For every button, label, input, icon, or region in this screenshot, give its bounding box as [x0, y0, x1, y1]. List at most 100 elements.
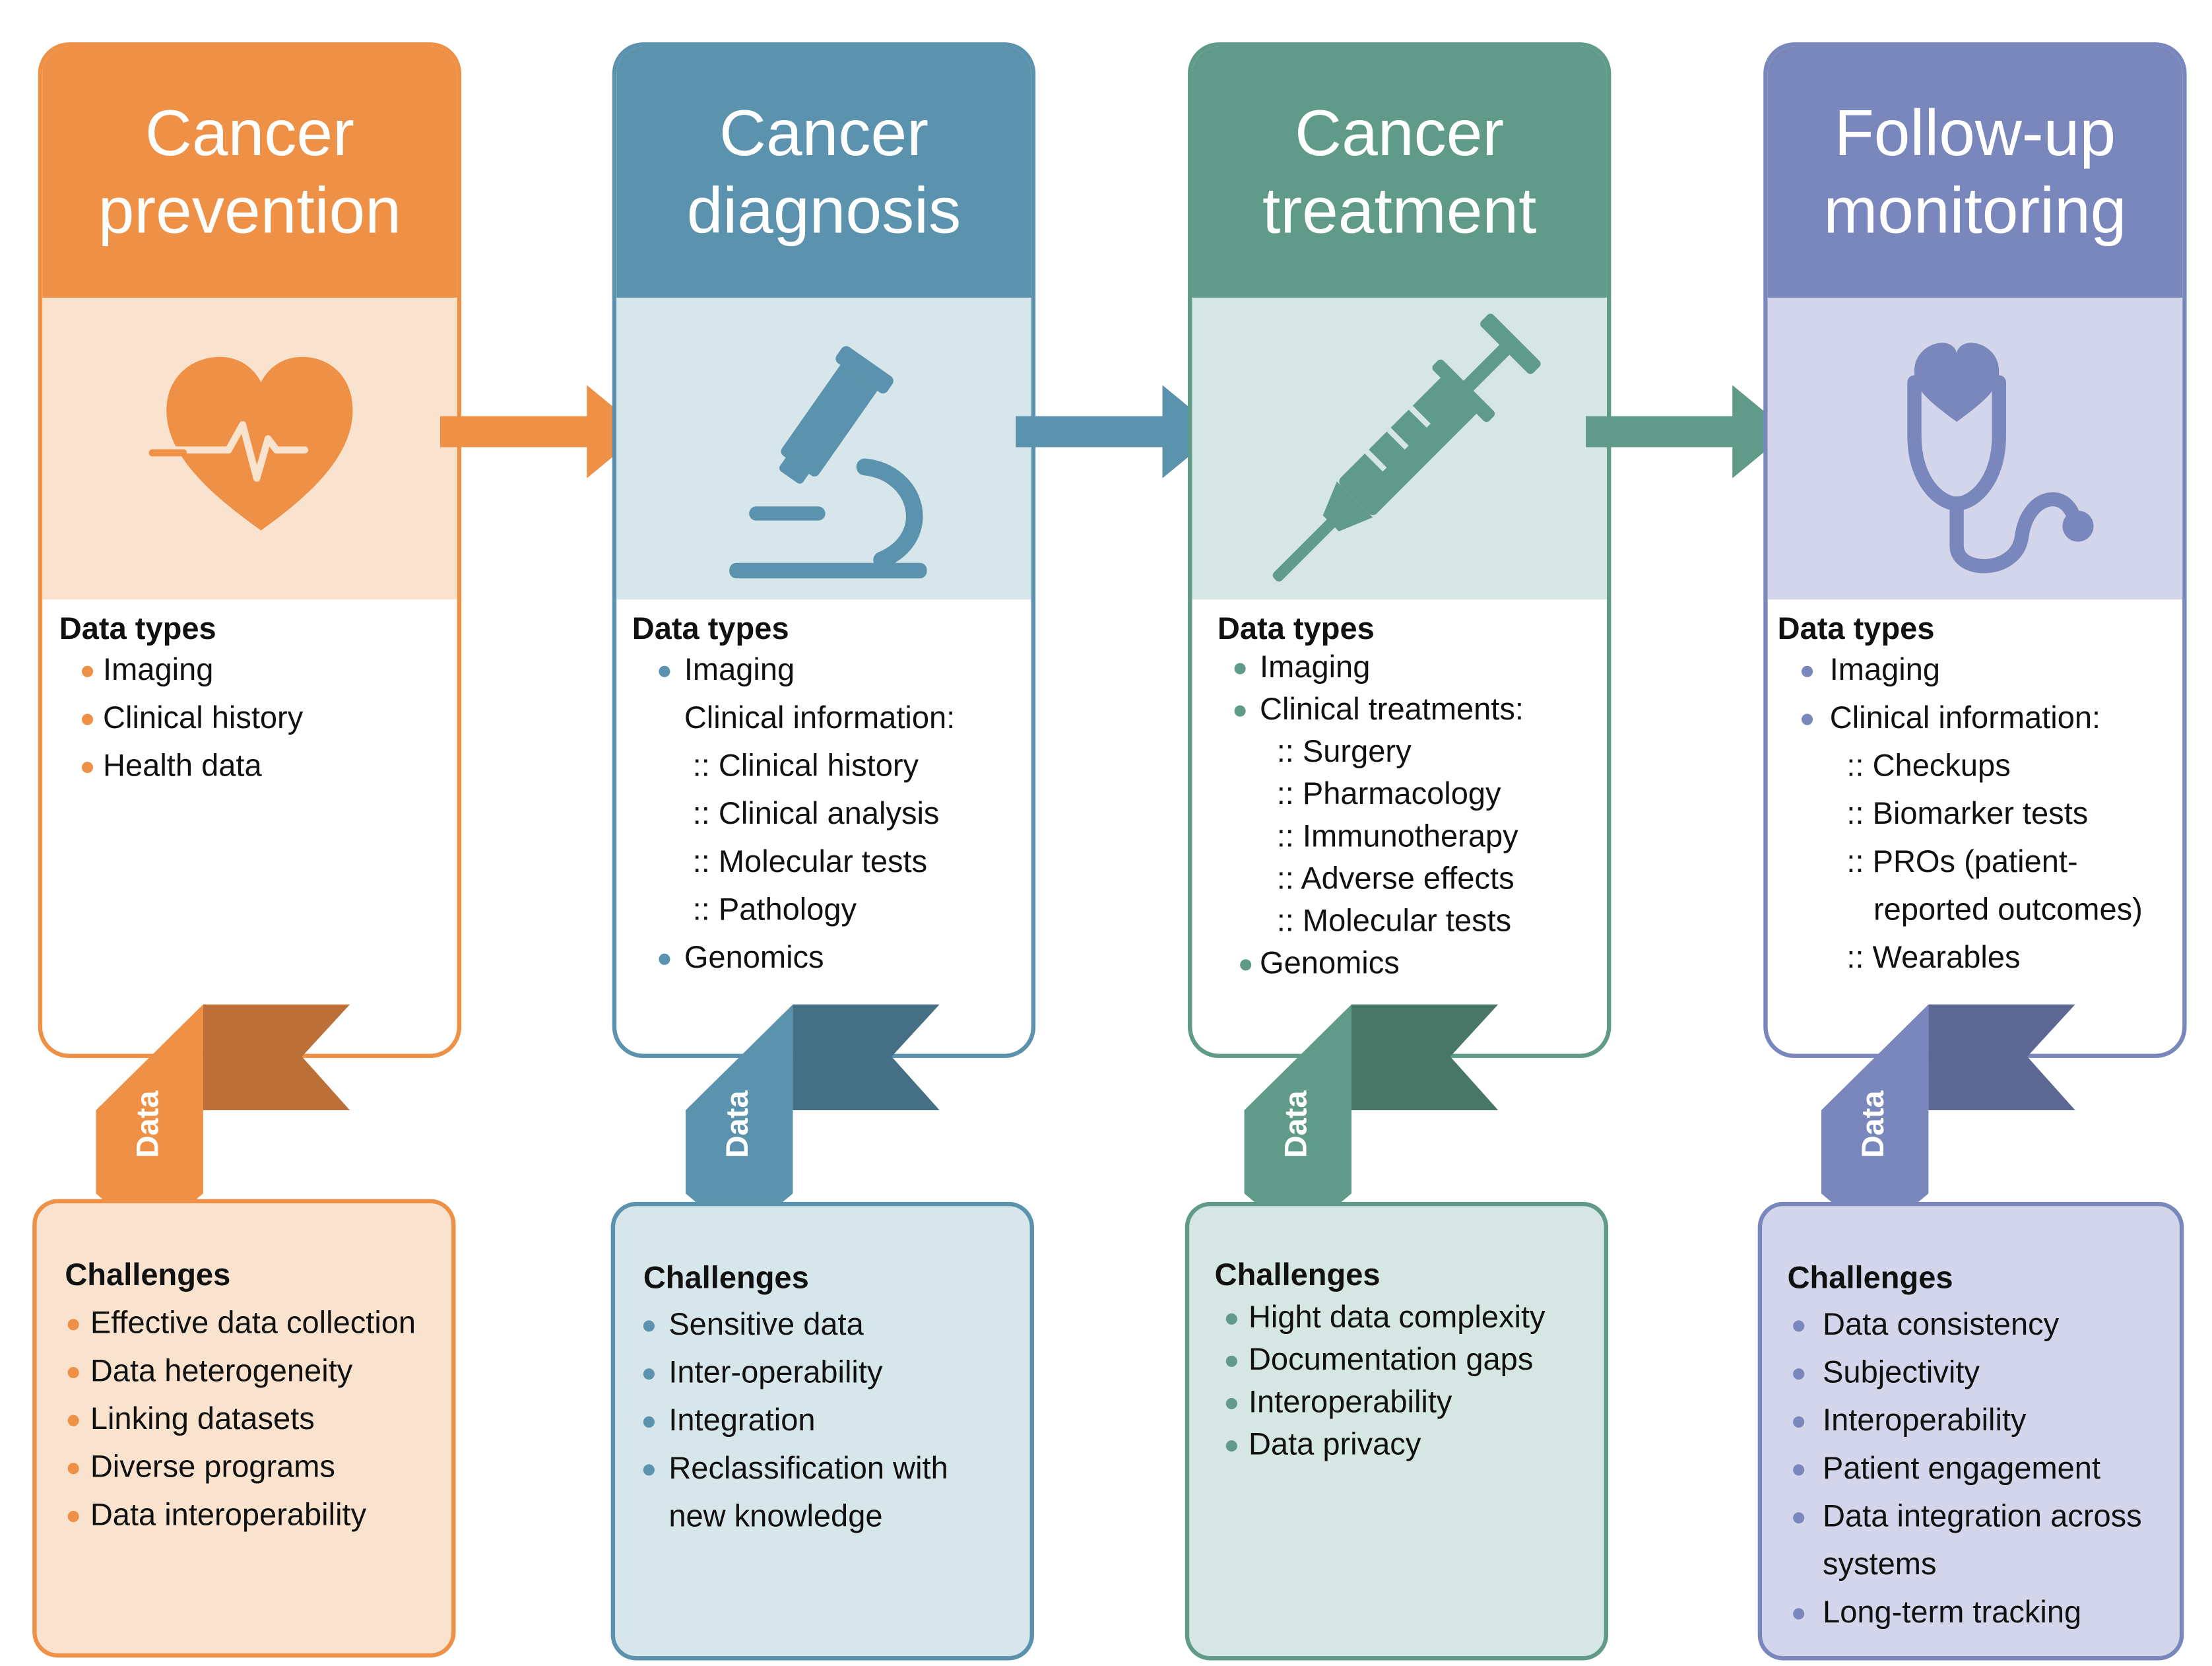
- challenge-item: Long-term tracking: [1823, 1594, 2082, 1630]
- bullet-dot: [81, 762, 94, 774]
- challenge-item: Diverse programs: [90, 1448, 335, 1484]
- data-type-item: :: Clinical history: [692, 747, 919, 783]
- bullet-dot: [1793, 1320, 1805, 1332]
- data-types-heading: Data types: [632, 611, 789, 646]
- challenges-heading: Challenges: [1787, 1259, 1953, 1295]
- data-type-item: Clinical information:: [1829, 700, 2101, 735]
- bullet-dot: [1240, 959, 1252, 971]
- challenges-heading: Challenges: [643, 1259, 809, 1295]
- data-type-item: Imaging: [1260, 649, 1371, 684]
- flow-arrow-diagnosis-to-treatment: [1016, 385, 1220, 479]
- stage-card-followup: Follow-up monitoring Data types Imaging …: [1763, 42, 2187, 1058]
- data-type-item: Imaging: [103, 651, 214, 687]
- challenge-item: Data heterogeneity: [90, 1352, 353, 1389]
- stage-title-line1: Cancer: [145, 96, 354, 170]
- data-type-item: Imaging: [684, 651, 795, 687]
- challenges-box-prevention: Challenges Effective data collection Dat…: [32, 1199, 456, 1658]
- bullet-dot: [67, 1366, 79, 1379]
- challenge-item: Data interoperability: [90, 1496, 367, 1532]
- data-types-heading: Data types: [1217, 611, 1375, 646]
- stage-body-prevention: Data types Imaging Clinical history Heal…: [42, 599, 457, 1053]
- stage-title-line2: diagnosis: [686, 173, 961, 248]
- bullet-dot: [1234, 663, 1246, 675]
- stage-header-treatment: Cancer treatment: [1192, 46, 1607, 298]
- challenge-item: Interoperability: [1823, 1402, 2027, 1438]
- stethoscope-icon: [1907, 343, 2094, 574]
- data-type-item: Health data: [103, 747, 262, 783]
- bullet-dot: [1793, 1464, 1805, 1476]
- data-ribbon-prevention: [96, 1004, 350, 1239]
- challenges-heading: Challenges: [65, 1257, 231, 1292]
- ribbon-label: Data: [129, 1090, 166, 1158]
- challenge-item: Inter-operability: [668, 1354, 883, 1390]
- bullet-dot: [1793, 1512, 1805, 1524]
- bullet-dot: [1801, 714, 1813, 725]
- data-type-item: :: Clinical analysis: [692, 795, 940, 831]
- challenges-box-followup: Challenges Data consistency Subjectivity…: [1757, 1201, 2184, 1661]
- data-type-item: :: Molecular tests: [1276, 902, 1512, 939]
- challenge-item: Data consistency: [1823, 1306, 2060, 1342]
- stage-body-diagnosis: Data types Imaging Clinical information:…: [616, 599, 1031, 1053]
- flow-arrow-prevention-to-diagnosis: [439, 385, 643, 479]
- data-ribbon-treatment: [1244, 1004, 1499, 1239]
- bullet-dot: [1225, 1355, 1237, 1367]
- data-type-item: reported outcomes): [1873, 891, 2143, 927]
- data-type-item: :: Adverse effects: [1276, 860, 1514, 896]
- challenges-box-treatment: Challenges Hight data complexity Documen…: [1185, 1201, 1609, 1661]
- stage-header-diagnosis: Cancer diagnosis: [616, 46, 1031, 298]
- challenges-box-diagnosis: Challenges Sensitive data Inter-operabil…: [610, 1201, 1035, 1661]
- stage-body-followup: Data types Imaging Clinical information:…: [1768, 599, 2183, 1053]
- challenge-item: Data privacy: [1248, 1426, 1421, 1462]
- challenge-item: new knowledge: [668, 1498, 883, 1534]
- bullet-dot: [1225, 1313, 1237, 1325]
- data-type-item: :: Biomarker tests: [1846, 795, 2089, 831]
- stage-icon-area-followup: [1767, 297, 2183, 600]
- bullet-dot: [643, 1416, 655, 1428]
- data-types-heading: Data types: [1777, 611, 1935, 646]
- data-type-item: :: Wearables: [1846, 939, 2021, 975]
- bullet-dot: [81, 665, 94, 677]
- bullet-dot: [81, 714, 94, 725]
- bullet-dot: [1225, 1397, 1237, 1410]
- data-ribbon-followup: [1821, 1004, 2075, 1239]
- data-types-heading: Data types: [59, 611, 216, 646]
- stage-icon-area-treatment: [1192, 297, 1607, 600]
- bullet-dot: [643, 1464, 655, 1476]
- data-type-item: Clinical information:: [684, 700, 956, 735]
- bullet-dot: [643, 1368, 655, 1380]
- challenge-item: Data integration across: [1823, 1498, 2142, 1534]
- data-type-item: :: Checkups: [1846, 747, 2011, 783]
- stage-title-line2: monitoring: [1823, 173, 2127, 248]
- stage-card-diagnosis: Cancer diagnosis Data types Imaging Clin…: [612, 42, 1036, 1058]
- syringe-icon: [1272, 314, 1541, 582]
- data-type-item: :: Pharmacology: [1276, 776, 1501, 811]
- ribbon-label: Data: [1855, 1090, 1891, 1158]
- stage-header-followup: Follow-up monitoring: [1767, 46, 2183, 298]
- challenge-item: Documentation gaps: [1248, 1341, 1534, 1377]
- stage-body-treatment: Data types Imaging Clinical treatments: …: [1192, 599, 1607, 1053]
- challenge-item: Reclassification with: [668, 1450, 948, 1486]
- data-type-item: :: Surgery: [1276, 733, 1412, 769]
- data-type-item: :: Pathology: [692, 891, 857, 927]
- stage-title-line2: prevention: [98, 173, 402, 248]
- data-type-item: Clinical history: [103, 700, 304, 735]
- stage-title-line1: Follow-up: [1834, 96, 2116, 170]
- bullet-dot: [1234, 705, 1246, 717]
- challenge-item: Patient engagement: [1823, 1450, 2101, 1486]
- bullet-dot: [67, 1510, 79, 1523]
- ribbon-label: Data: [719, 1090, 755, 1158]
- stage-icon-area-diagnosis: [616, 297, 1031, 600]
- stage-header-prevention: Cancer prevention: [42, 46, 457, 298]
- bullet-dot: [1801, 665, 1813, 677]
- microscope-icon: [729, 346, 927, 579]
- challenge-item: systems: [1823, 1546, 1937, 1582]
- stage-title-line2: treatment: [1262, 173, 1537, 248]
- challenge-item: Sensitive data: [668, 1306, 864, 1342]
- bullet-dot: [1793, 1368, 1805, 1380]
- bullet-dot: [1793, 1416, 1805, 1428]
- bullet-dot: [659, 953, 670, 965]
- ribbon-label: Data: [1278, 1090, 1314, 1158]
- flow-arrow-treatment-to-followup: [1585, 385, 1789, 479]
- bullet-dot: [659, 665, 670, 677]
